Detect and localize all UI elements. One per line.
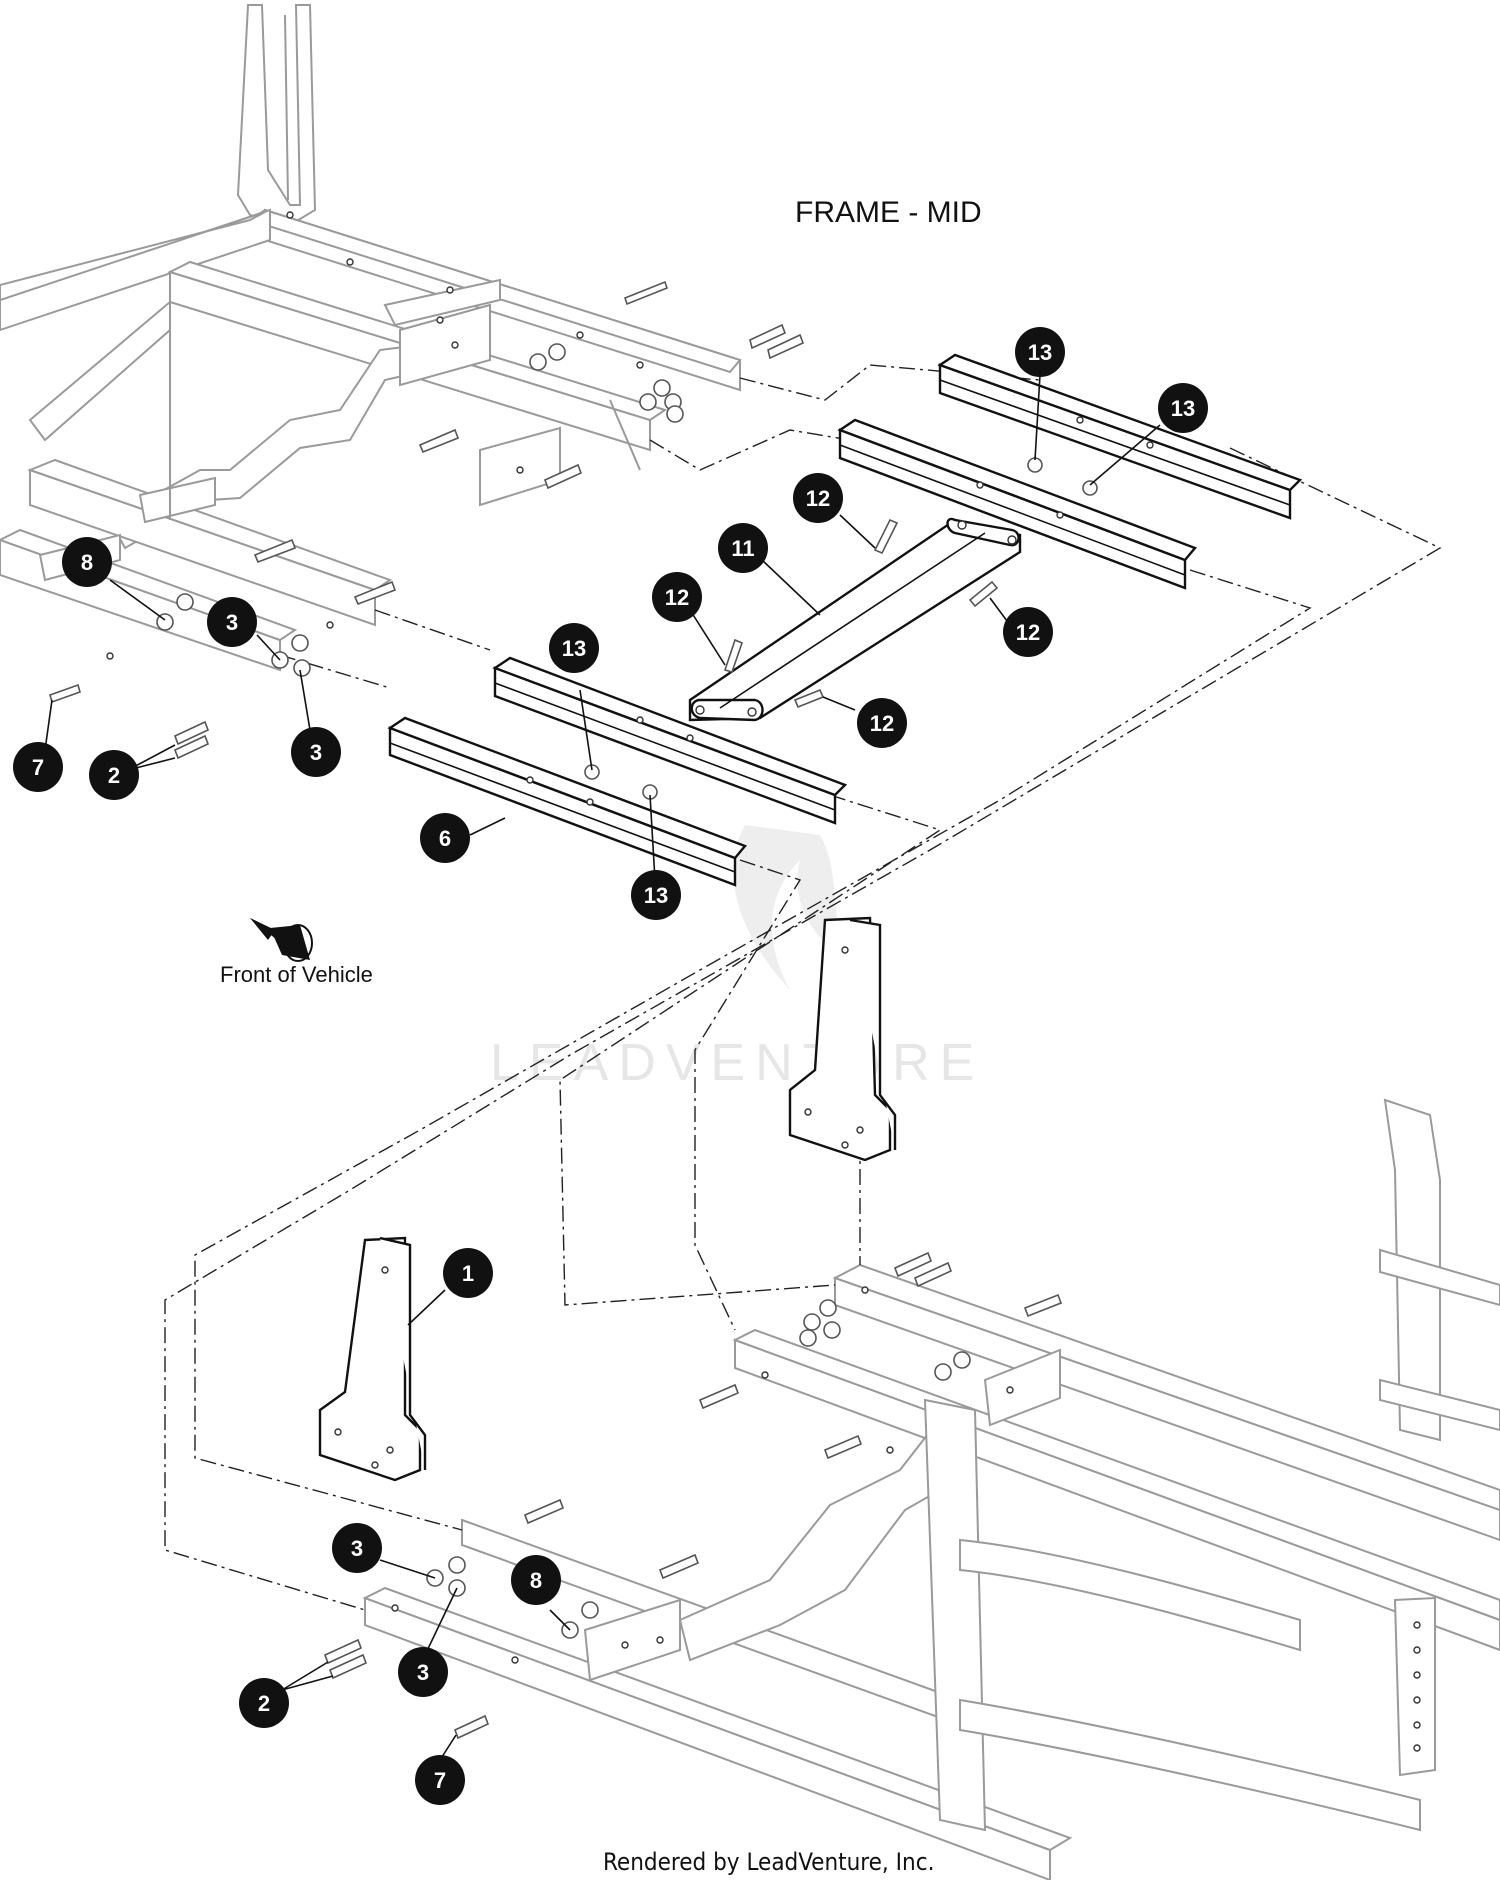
upper-frame (0, 4, 742, 672)
svg-text:13: 13 (1171, 396, 1195, 421)
callout-3-d[interactable]: 3 (398, 1647, 448, 1697)
callout-1[interactable]: 1 (443, 1248, 493, 1298)
svg-text:8: 8 (81, 550, 93, 575)
front-direction-arrow-icon (250, 918, 313, 962)
svg-text:12: 12 (1016, 620, 1040, 645)
callout-12-b[interactable]: 12 (652, 572, 702, 622)
callout-7-a[interactable]: 7 (13, 742, 63, 792)
svg-text:3: 3 (226, 610, 238, 635)
part-6-channel[interactable] (387, 716, 748, 887)
part-support-bracket-upper[interactable] (788, 916, 897, 1162)
svg-text:2: 2 (258, 1691, 270, 1716)
callout-13-a[interactable]: 13 (1015, 327, 1065, 377)
svg-text:13: 13 (562, 636, 586, 661)
fasteners (49, 280, 1098, 1740)
svg-text:11: 11 (731, 536, 754, 561)
svg-text:13: 13 (644, 883, 668, 908)
part-1-support-bracket[interactable] (318, 1236, 427, 1482)
callout-13-d[interactable]: 13 (631, 870, 681, 920)
svg-text:12: 12 (665, 585, 689, 610)
callout-6[interactable]: 6 (420, 813, 470, 863)
svg-text:3: 3 (417, 1660, 429, 1685)
front-of-vehicle-label: Front of Vehicle (220, 962, 373, 987)
callout-8-a[interactable]: 8 (62, 537, 112, 587)
svg-text:13: 13 (1028, 340, 1052, 365)
svg-text:3: 3 (310, 740, 322, 765)
part-11-cross-bracket[interactable] (688, 517, 1022, 722)
svg-text:8: 8 (530, 1568, 542, 1593)
svg-text:7: 7 (434, 1768, 446, 1793)
callout-13-b[interactable]: 13 (1158, 383, 1208, 433)
callout-12-a[interactable]: 12 (793, 473, 843, 523)
callout-2-a[interactable]: 2 (89, 750, 139, 800)
svg-text:6: 6 (439, 826, 451, 851)
lower-frame (362, 1098, 1500, 1880)
svg-text:12: 12 (806, 486, 830, 511)
diagram-title: FRAME - MID (795, 196, 982, 229)
callout-13-c[interactable]: 13 (549, 623, 599, 673)
svg-text:7: 7 (32, 755, 44, 780)
svg-text:2: 2 (108, 763, 120, 788)
watermark-text: LEADVENTURE (490, 1034, 984, 1092)
callout-12-d[interactable]: 12 (857, 698, 907, 748)
callout-12-c[interactable]: 12 (1003, 607, 1053, 657)
watermark: LEADVENTURE (490, 825, 984, 1092)
front-of-vehicle-indicator: Front of Vehicle (220, 918, 373, 987)
part-13-channel-mid-right[interactable] (837, 418, 1198, 590)
svg-text:3: 3 (351, 1536, 363, 1561)
callout-7-b[interactable]: 7 (415, 1755, 465, 1805)
callout-8-b[interactable]: 8 (511, 1555, 561, 1605)
svg-text:12: 12 (870, 711, 894, 736)
callouts: 13 13 12 11 12 12 12 8 3 3 7 2 13 6 13 1… (13, 327, 1208, 1805)
part-13-channel-lower[interactable] (492, 656, 848, 825)
callout-2-b[interactable]: 2 (239, 1678, 289, 1728)
callout-11[interactable]: 11 (718, 523, 768, 573)
callout-3-c[interactable]: 3 (332, 1523, 382, 1573)
alignment-lines (164, 364, 1442, 1611)
render-credit: Rendered by LeadVenture, Inc. (603, 1848, 934, 1876)
callout-3-b[interactable]: 3 (291, 727, 341, 777)
svg-text:1: 1 (462, 1261, 474, 1286)
part-13-channel-upper-right[interactable] (937, 353, 1303, 520)
callout-3-a[interactable]: 3 (207, 597, 257, 647)
